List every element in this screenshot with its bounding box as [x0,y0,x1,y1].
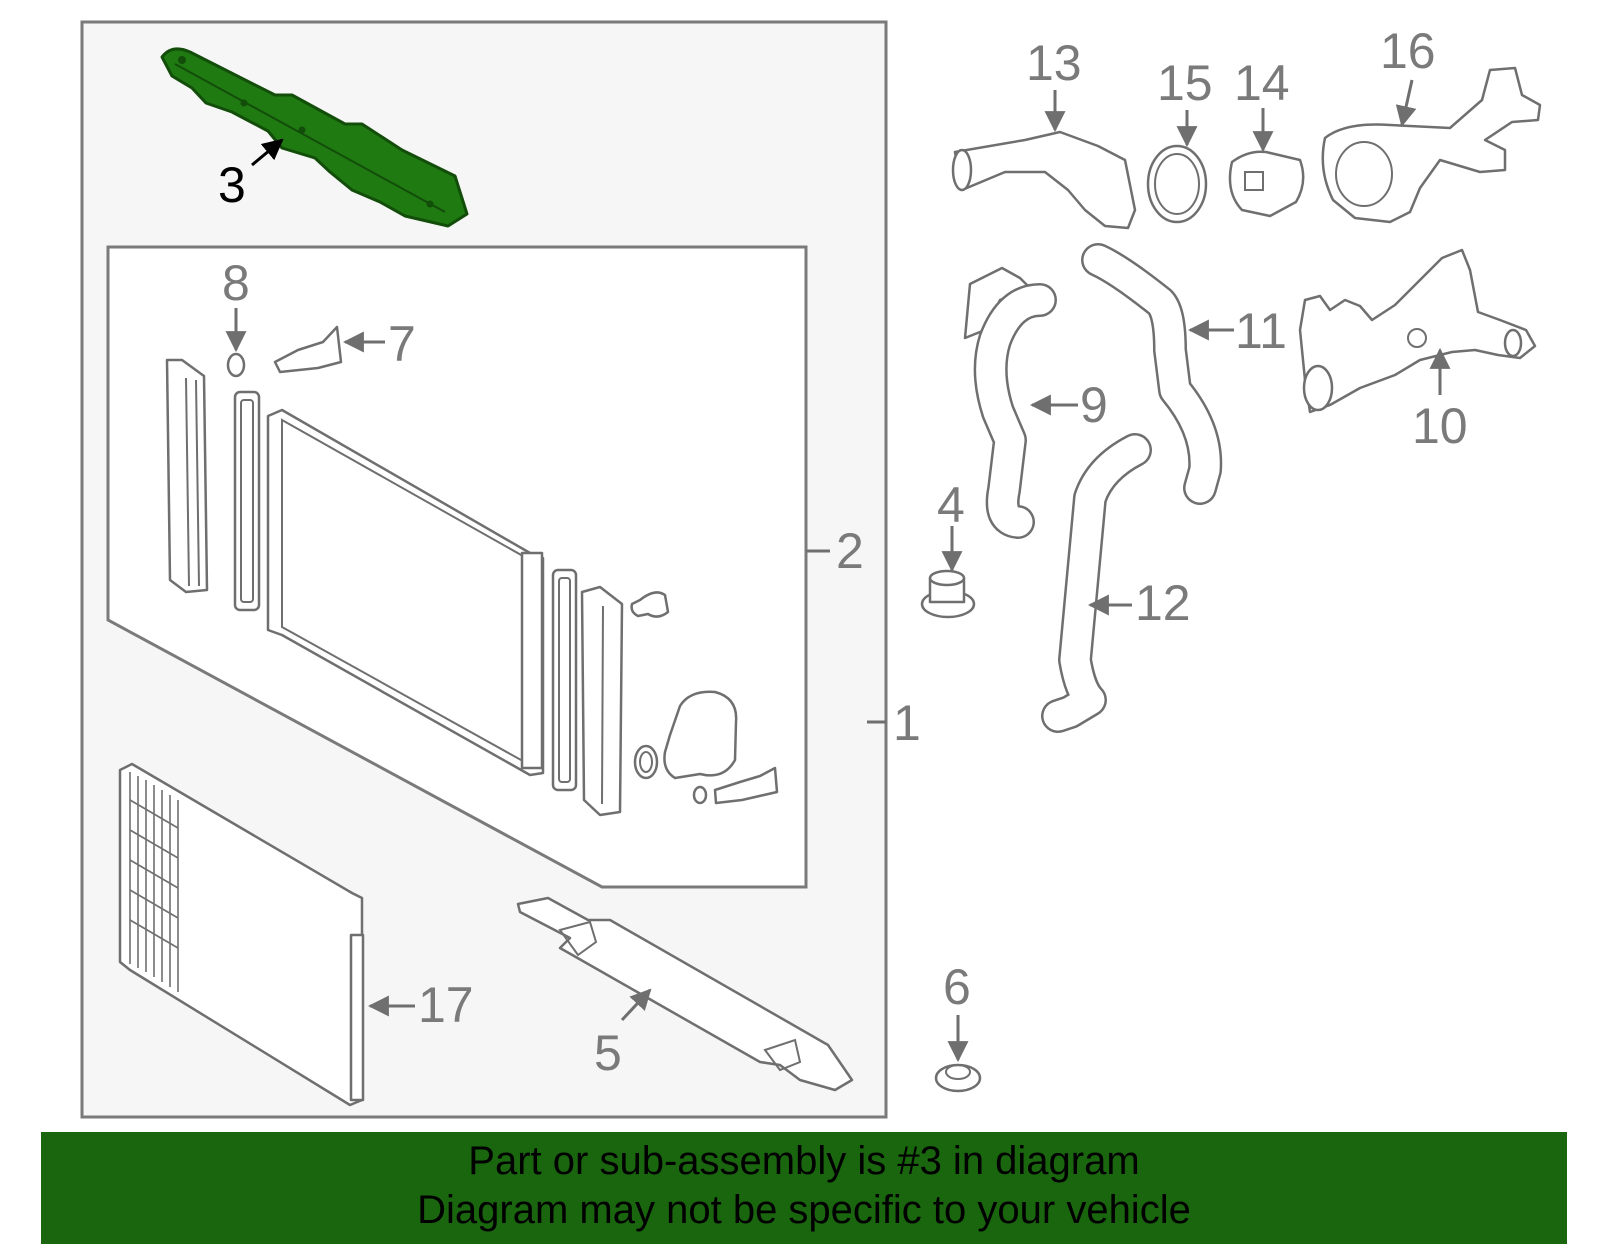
radiator-right-tank [580,585,624,817]
part-5-lower-support [516,896,854,1092]
part-6-grommet [934,1063,982,1093]
leader-lines [225,79,1451,1063]
part-11-hose [1081,243,1223,505]
callout-17[interactable]: 17 [418,977,474,1033]
callout-16[interactable]: 16 [1380,23,1436,79]
radiator-gasket-left [233,390,261,612]
callout-11[interactable]: 11 [1235,303,1287,359]
callout-8[interactable]: 8 [222,255,250,311]
radiator-left-tank [165,358,209,594]
drain-plug-right [713,766,779,805]
callout-6[interactable]: 6 [943,959,971,1015]
radiator-gasket-right [551,568,578,792]
part-3-support-bracket[interactable] [160,47,469,228]
part-7-drain-cock [273,325,343,374]
part-10-water-pipe [1298,248,1537,414]
banner-line-1: Part or sub-assembly is #3 in diagram [468,1139,1140,1183]
part-8-o-ring [226,352,246,378]
callout-9[interactable]: 9 [1080,377,1108,433]
part-9-hose [963,266,1057,539]
callout-4[interactable]: 4 [937,477,965,533]
part-16-water-outlet [1321,66,1542,224]
part-13-water-inlet [951,130,1137,230]
part-15-gasket [1146,144,1208,224]
callout-7[interactable]: 7 [388,316,416,372]
callout-14[interactable]: 14 [1234,55,1290,111]
callout-12[interactable]: 12 [1135,575,1191,631]
info-banner: Part or sub-assembly is #3 in diagram Di… [41,1132,1567,1244]
callout-labels: 1 2 3 4 5 6 7 8 9 10 11 12 13 14 15 16 1… [218,23,1468,1081]
outlet-pipe [663,690,738,780]
callout-3[interactable]: 3 [218,157,246,213]
callout-1[interactable]: 1 [893,695,921,751]
outlet-fitting-top [630,591,670,618]
part-14-thermostat [1228,150,1305,218]
callout-2[interactable]: 2 [836,523,864,579]
callout-10[interactable]: 10 [1412,398,1468,454]
radiator-core [266,408,545,777]
part-12-hose [1041,433,1152,733]
callout-5[interactable]: 5 [594,1025,622,1081]
callout-13[interactable]: 13 [1026,35,1082,91]
part-4-grommet [920,569,976,619]
o-ring-right [633,744,659,780]
o-ring-small [692,785,708,805]
part-17-condenser [118,762,365,1107]
callout-15[interactable]: 15 [1157,55,1213,111]
banner-line-2: Diagram may not be specific to your vehi… [417,1188,1191,1232]
